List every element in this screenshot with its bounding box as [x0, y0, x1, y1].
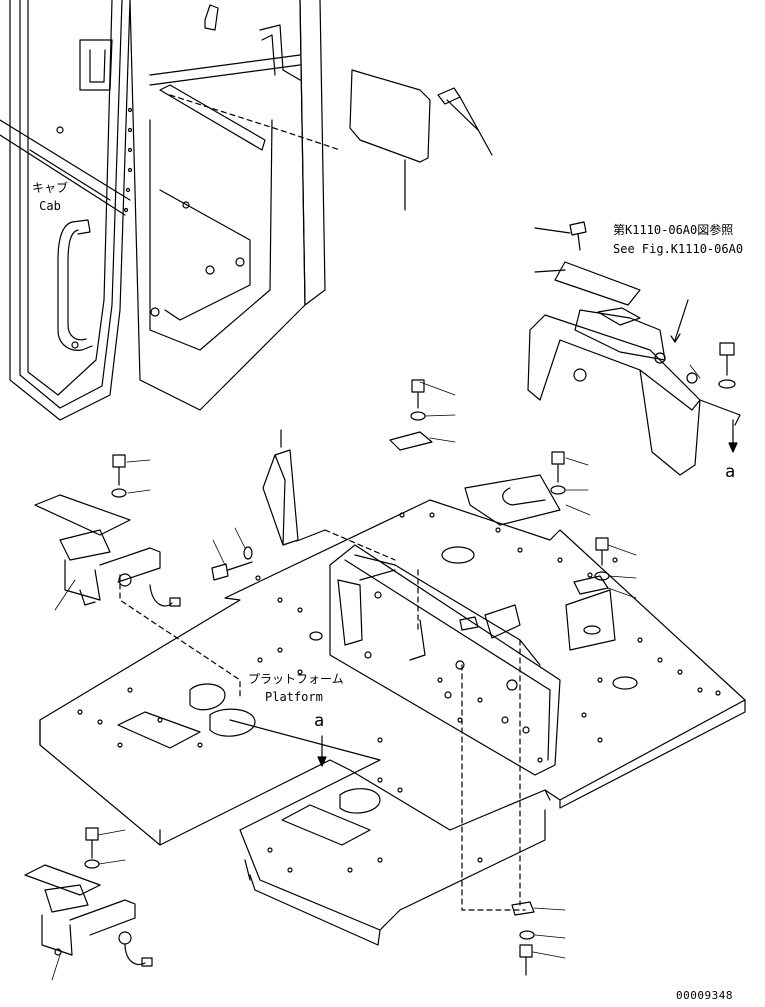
bolt-lower-left	[85, 828, 99, 868]
seat-bracket	[528, 262, 740, 475]
center-frame	[330, 545, 560, 775]
platform-floor	[40, 475, 745, 945]
leader-dashed	[170, 95, 340, 150]
platform-label-en: Platform	[265, 690, 323, 704]
leader-ref-head	[671, 334, 680, 342]
bracket-right-bolt	[719, 343, 735, 388]
bolt-left-middle	[212, 547, 252, 580]
cover-bolt	[438, 88, 492, 155]
small-plate	[263, 430, 325, 545]
section-arrows	[318, 420, 737, 766]
assembly-dashes	[120, 530, 525, 910]
platform-label-ja: プラットフォーム	[248, 672, 344, 686]
leader-ref	[675, 300, 688, 340]
cab-frame	[0, 0, 325, 420]
platform-holes	[78, 513, 720, 872]
ref-label-en: See Fig.K1110-06A0	[613, 242, 744, 256]
bracket-top-bolt	[535, 222, 586, 250]
cab-label-ja: キャブ	[31, 181, 68, 195]
drawing-number: 00009348	[676, 989, 733, 1002]
triangle-plate	[390, 432, 432, 450]
cover-plate	[350, 70, 430, 210]
bolt-center-right	[551, 452, 565, 494]
bolt-bottom-right	[512, 902, 534, 975]
cab-label-en: Cab	[39, 199, 61, 213]
bolt-left-pedal	[112, 455, 126, 497]
section-arrow-label-mid: a	[314, 711, 325, 731]
ref-label-ja: 第K1110-06A0図参照	[613, 223, 734, 237]
bolt-center-top	[411, 380, 425, 420]
section-arrow-label-top: a	[725, 462, 736, 482]
leader-lines	[52, 365, 700, 980]
pedal-switch-upper	[35, 495, 180, 606]
pedal-switch-lower	[25, 865, 152, 966]
bolt-far-right	[574, 538, 609, 594]
